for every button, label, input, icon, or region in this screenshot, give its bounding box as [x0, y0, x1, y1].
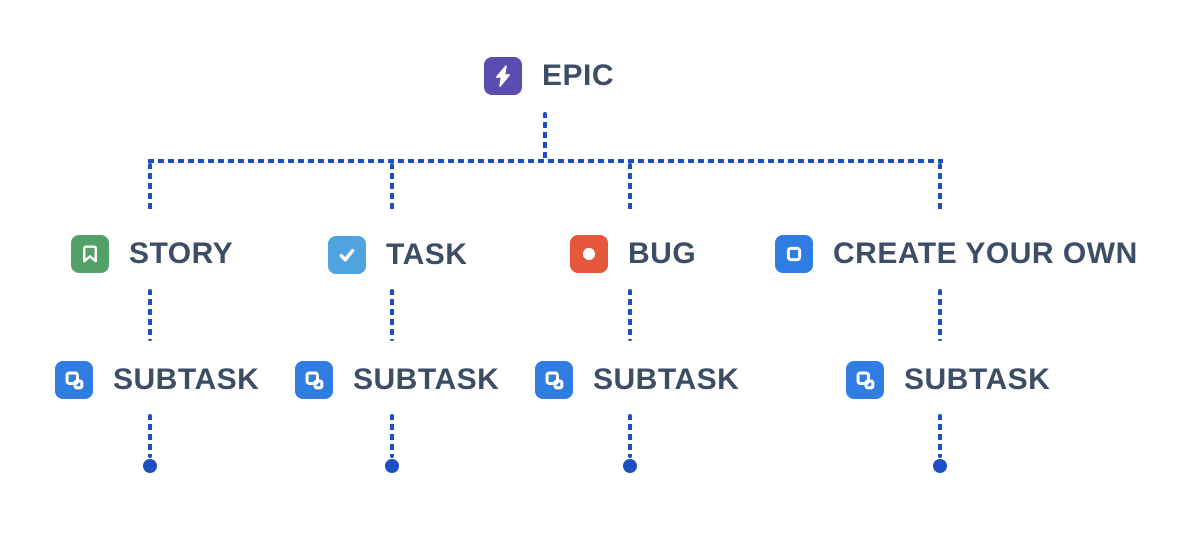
node-story: STORY: [71, 235, 233, 273]
terminal-dot: [623, 459, 637, 473]
connector-horizontal: [148, 159, 943, 163]
connector-subtask-tail-bug: [628, 414, 632, 458]
connector-epic-stem: [543, 112, 547, 160]
subtask-squares-icon: [295, 361, 333, 399]
task-label: TASK: [386, 238, 468, 271]
node-create-your-own: CREATE YOUR OWN: [775, 235, 1138, 273]
node-subtask-task: SUBTASK: [295, 361, 499, 399]
subtask-squares-icon: [55, 361, 93, 399]
connector-subtask-tail-story: [148, 414, 152, 458]
subtask-label: SUBTASK: [113, 363, 260, 396]
terminal-dot: [933, 459, 947, 473]
connector-drop-story: [148, 163, 152, 213]
lightning-bolt-icon: [484, 57, 522, 95]
subtask-squares-icon: [846, 361, 884, 399]
bug-label: BUG: [628, 237, 697, 270]
node-subtask-bug: SUBTASK: [535, 361, 739, 399]
connector-drop-create: [938, 163, 942, 213]
subtask-label: SUBTASK: [593, 363, 740, 396]
connector-story-subtask: [148, 289, 152, 341]
connector-drop-task: [390, 163, 394, 213]
story-label: STORY: [129, 237, 234, 270]
subtask-label: SUBTASK: [904, 363, 1051, 396]
circle-icon: [570, 235, 608, 273]
create-your-own-label: CREATE YOUR OWN: [833, 237, 1138, 270]
node-epic: EPIC: [484, 57, 614, 95]
connector-task-subtask: [390, 289, 394, 341]
connector-bug-subtask: [628, 289, 632, 341]
node-task: TASK: [328, 236, 467, 274]
node-subtask-create: SUBTASK: [846, 361, 1050, 399]
connector-subtask-tail-task: [390, 414, 394, 458]
node-bug: BUG: [570, 235, 696, 273]
epic-label: EPIC: [542, 59, 615, 92]
terminal-dot: [385, 459, 399, 473]
square-outline-icon: [775, 235, 813, 273]
subtask-label: SUBTASK: [353, 363, 500, 396]
connector-create-subtask: [938, 289, 942, 341]
node-subtask-story: SUBTASK: [55, 361, 259, 399]
connector-drop-bug: [628, 163, 632, 213]
terminal-dot: [143, 459, 157, 473]
bookmark-icon: [71, 235, 109, 273]
subtask-squares-icon: [535, 361, 573, 399]
checkmark-icon: [328, 236, 366, 274]
connector-subtask-tail-create: [938, 414, 942, 458]
